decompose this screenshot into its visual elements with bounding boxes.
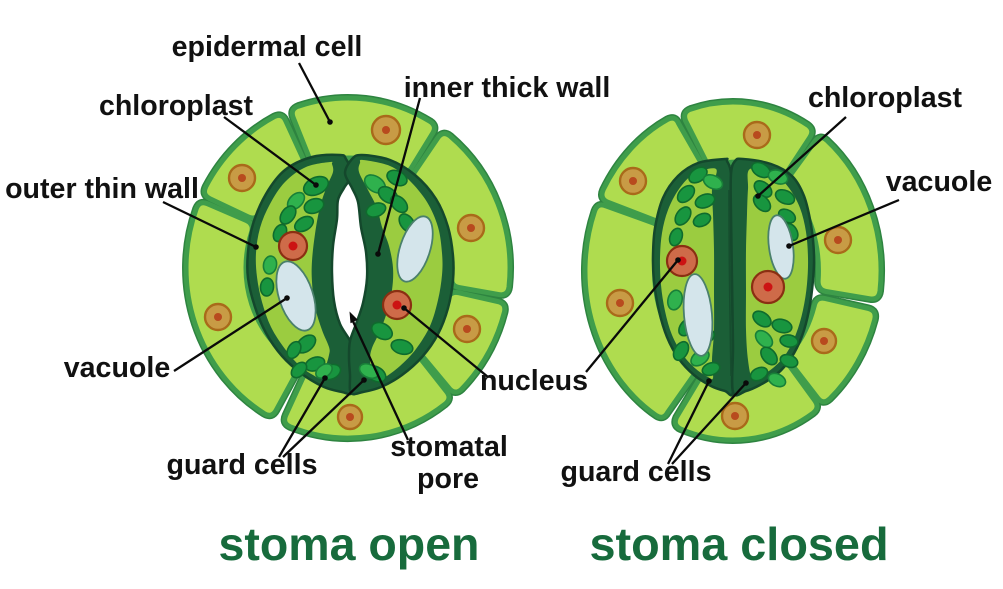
svg-text:inner thick wall: inner thick wall [404, 72, 611, 104]
svg-text:vacuole: vacuole [64, 352, 171, 384]
svg-text:chloroplast: chloroplast [808, 82, 963, 114]
svg-text:vacuole: vacuole [886, 166, 993, 198]
svg-text:guard cells: guard cells [561, 456, 712, 488]
svg-text:chloroplast: chloroplast [99, 90, 254, 122]
svg-text:stoma closed: stoma closed [589, 518, 888, 570]
svg-text:stoma open: stoma open [219, 518, 480, 570]
svg-text:epidermal cell: epidermal cell [172, 31, 363, 63]
svg-text:stomatal: stomatal [390, 431, 508, 463]
svg-text:nucleus: nucleus [480, 365, 588, 397]
svg-text:guard cells: guard cells [167, 449, 318, 481]
svg-text:outer thin wall: outer thin wall [5, 173, 199, 205]
svg-text:pore: pore [417, 463, 479, 495]
